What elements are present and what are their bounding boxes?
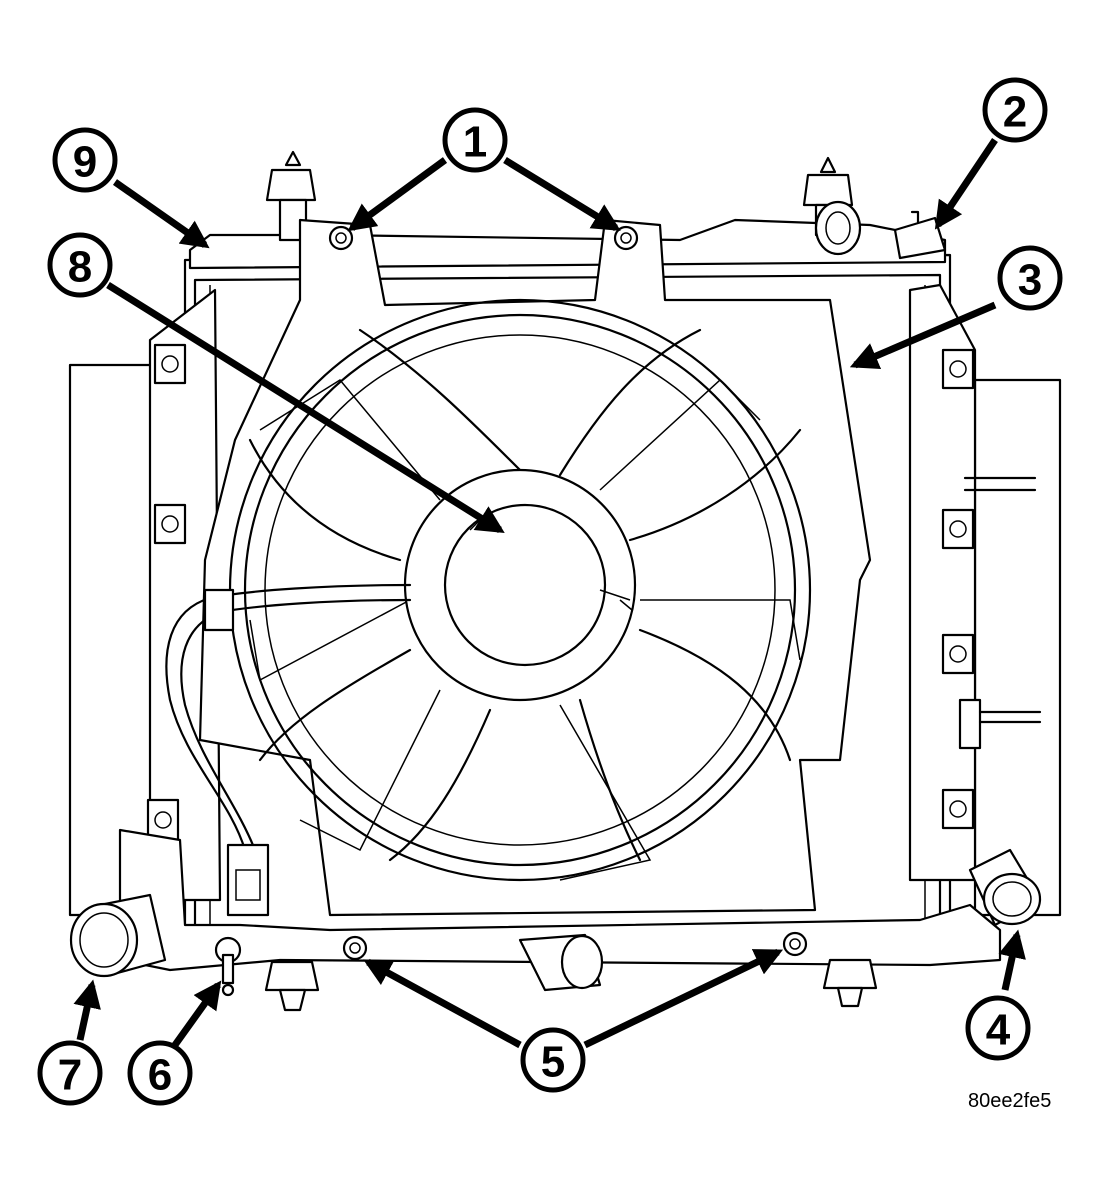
- outlet-tube: [69, 893, 167, 978]
- callout-4: 4: [965, 995, 1031, 1061]
- callout-2: 2: [982, 77, 1048, 143]
- callout-label: 7: [58, 1051, 82, 1100]
- callout-5: 5: [520, 1027, 586, 1093]
- wire-harness: [165, 583, 412, 917]
- callout-7: 7: [37, 1040, 103, 1106]
- callout-label: 8: [68, 243, 92, 292]
- fan-motor-hub: [403, 468, 637, 702]
- right-tank: [908, 283, 1042, 882]
- callout-label: 4: [986, 1006, 1011, 1055]
- callout-label: 1: [463, 118, 487, 167]
- callout-label: 6: [148, 1051, 172, 1100]
- condenser-left: [68, 363, 162, 917]
- callout-label: 2: [1003, 88, 1027, 137]
- leader-arrows: [73, 138, 1026, 1049]
- inlet-tube: [968, 848, 1042, 927]
- left-tank: [146, 288, 222, 902]
- callout-label: 3: [1018, 256, 1042, 305]
- callout-8: 8: [47, 232, 113, 298]
- fan-blades: [248, 328, 802, 881]
- callout-9: 9: [52, 127, 118, 193]
- condenser-right: [973, 378, 1062, 917]
- callout-1: 1: [442, 107, 508, 173]
- lower-tank: [118, 828, 1002, 1012]
- reference-code: 80ee2fe5: [968, 1090, 1052, 1112]
- drain-cock: [214, 936, 242, 997]
- callout-label: 9: [73, 138, 97, 187]
- top-tank: [188, 150, 947, 270]
- callout-6: 6: [127, 1040, 193, 1106]
- callout-label: 5: [541, 1038, 565, 1087]
- callout-3: 3: [997, 245, 1063, 311]
